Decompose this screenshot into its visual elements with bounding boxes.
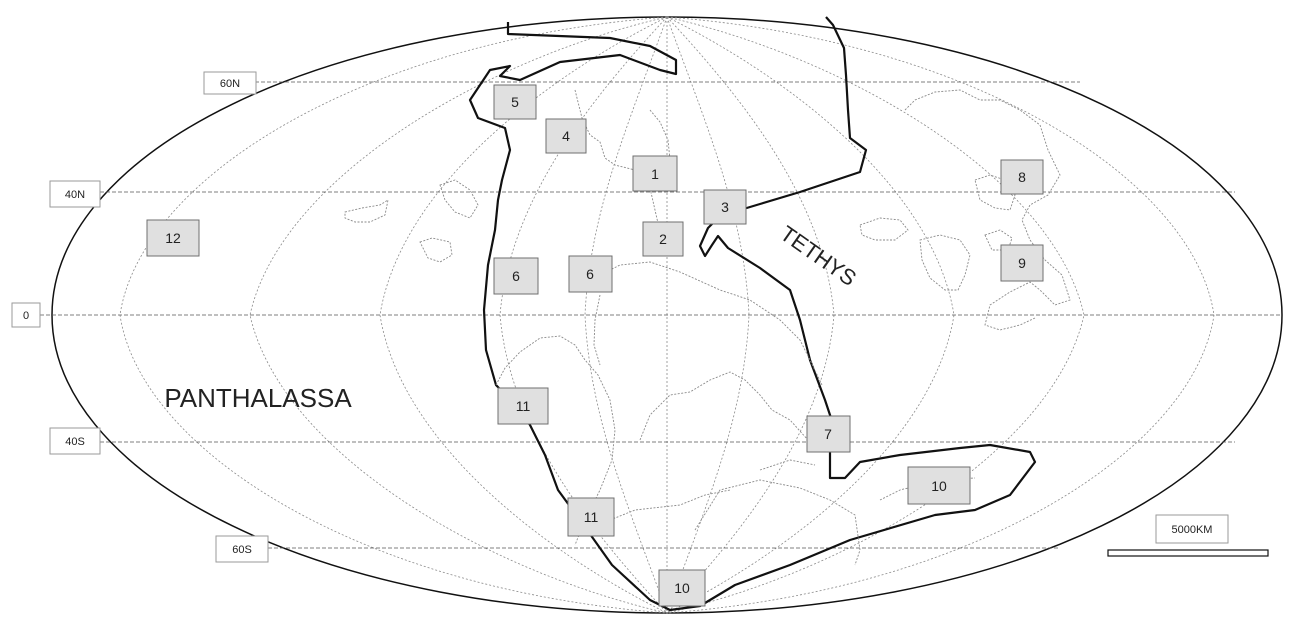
- marker-label: 10: [931, 478, 947, 494]
- region-marker: 6: [568, 255, 613, 293]
- marker-label: 12: [165, 230, 181, 246]
- scale-bar-line: [1107, 549, 1269, 557]
- marker-label: 11: [584, 509, 599, 525]
- marker-label: 6: [586, 266, 594, 282]
- lat-text-60n: 60N: [220, 78, 240, 90]
- meridian-line: [584, 16, 668, 614]
- boundary-kalahari: [609, 489, 731, 521]
- region-marker: 10: [907, 466, 971, 505]
- region-marker: 8: [1000, 159, 1044, 195]
- boundary-west-africa: [593, 294, 601, 366]
- lat-box-40n: [49, 180, 101, 208]
- region-marker: 11: [567, 497, 615, 537]
- region-marker: 9: [1000, 244, 1044, 282]
- marker-label: 6: [512, 268, 520, 284]
- boundary-antarctica: [694, 479, 861, 566]
- island-east-small-2: [984, 229, 1013, 251]
- region-marker: 12: [146, 219, 200, 257]
- marker-box: [493, 84, 537, 120]
- region-marker: 6: [493, 257, 539, 295]
- marker-box: [632, 155, 678, 192]
- region-marker: 2: [642, 221, 684, 257]
- meridian-line: [666, 16, 750, 614]
- marker-label: 2: [659, 231, 667, 247]
- region-marker: 10: [658, 569, 706, 607]
- marker-box: [497, 387, 549, 425]
- region-marker: 3: [703, 189, 747, 225]
- island-east-block: [974, 174, 1016, 211]
- lat-label-40s: 40S: [49, 427, 101, 455]
- region-markers: 5 4 1 3 2 6 6: [146, 84, 1044, 607]
- boundary-gondwana-north: [574, 261, 823, 386]
- lat-box-60s: [215, 535, 269, 563]
- island-microcontinents: [344, 89, 1071, 331]
- lat-box-60n: [203, 71, 257, 95]
- marker-box: [567, 497, 615, 537]
- meridian-line: [666, 16, 1085, 614]
- pangaea-outline: [468, 16, 1037, 612]
- marker-box: [146, 219, 200, 257]
- meridian-line: [249, 16, 668, 614]
- island-west-3: [419, 237, 453, 263]
- boundary-congo: [639, 371, 809, 441]
- scale-label: 5000KM: [1172, 524, 1213, 536]
- marker-box: [642, 221, 684, 257]
- marker-box: [806, 415, 851, 453]
- marker-box: [1000, 244, 1044, 282]
- marker-box: [907, 466, 971, 505]
- lat-label-60s: 60S: [215, 535, 269, 563]
- meridian-line: [666, 16, 835, 614]
- marker-label: 11: [516, 398, 531, 414]
- marker-label: 4: [562, 128, 570, 144]
- marker-box: [545, 118, 587, 154]
- boundary-baltica: [649, 109, 671, 161]
- marker-box: [703, 189, 747, 225]
- meridian-line: [666, 16, 955, 614]
- marker-label: 3: [721, 199, 729, 215]
- region-marker: 1: [632, 155, 678, 192]
- lat-label-40n: 40N: [49, 180, 101, 208]
- scale-label-box: [1155, 514, 1229, 544]
- island-northeast: [904, 89, 1071, 331]
- lat-label-equator: 0: [11, 302, 41, 328]
- marker-label: 8: [1018, 169, 1026, 185]
- marker-label: 7: [824, 426, 832, 442]
- lat-label-60n: 60N: [203, 71, 257, 95]
- latitude-labels: 60N 40N 0 40S 60S: [11, 71, 269, 563]
- marker-box: [493, 257, 539, 295]
- boundary-amazon: [495, 335, 616, 546]
- marker-label: 10: [674, 580, 690, 596]
- island-east-small: [859, 217, 909, 241]
- lat-text-40s: 40S: [65, 436, 85, 448]
- region-marker: 4: [545, 118, 587, 154]
- meridian-line: [379, 16, 668, 614]
- marker-label: 1: [651, 166, 659, 182]
- marker-box: [568, 255, 613, 293]
- scale-bar: 5000KM: [1107, 514, 1269, 557]
- marker-label: 9: [1018, 255, 1026, 271]
- island-west-1: [344, 199, 389, 223]
- lat-text-40n: 40N: [65, 189, 85, 201]
- boundary-north-atlantic: [574, 89, 665, 254]
- marker-label: 5: [511, 94, 519, 110]
- island-west-2: [439, 179, 479, 219]
- region-marker: 5: [493, 84, 537, 120]
- parallel-graticule: [40, 81, 1282, 549]
- marker-box: [658, 569, 706, 607]
- lat-text-60s: 60S: [232, 544, 252, 556]
- lat-box-40s: [49, 427, 101, 455]
- lat-text-equator: 0: [23, 310, 29, 322]
- region-marker: 11: [497, 387, 549, 425]
- island-east-strip: [919, 234, 971, 291]
- marker-box: [1000, 159, 1044, 195]
- boundary-india: [759, 459, 816, 471]
- region-marker: 7: [806, 415, 851, 453]
- lat-box-equator: [11, 302, 41, 328]
- ocean-label-panthalassa: PANTHALASSA: [164, 383, 352, 413]
